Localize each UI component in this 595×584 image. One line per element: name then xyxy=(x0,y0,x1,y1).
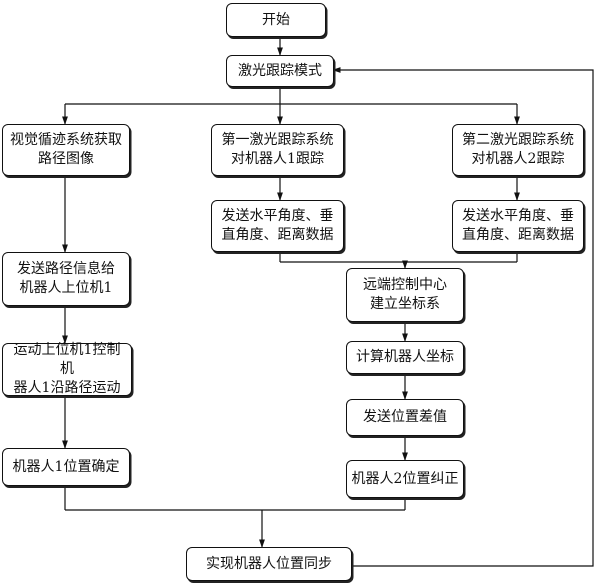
send-diff-label: 发送位置差值 xyxy=(363,409,447,425)
laser2-label: 第二激光跟踪系统 对机器人2跟踪 xyxy=(462,132,574,167)
robot1-pos-node: 机器人1位置确定 xyxy=(2,448,130,486)
robot2-fix-node: 机器人2位置纠正 xyxy=(346,460,464,498)
laser-mode-label: 激光跟踪模式 xyxy=(238,62,322,79)
sync-node: 实现机器人位置同步 xyxy=(186,547,352,581)
start-label: 开始 xyxy=(262,11,290,28)
robot2-fix-label: 机器人2位置纠正 xyxy=(351,470,459,487)
calc-node: 计算机器人坐标 xyxy=(346,341,464,374)
remote-center-label: 远端控制中心 建立坐标系 xyxy=(363,277,447,312)
laser-mode-node: 激光跟踪模式 xyxy=(226,55,334,87)
send-diff-node: 发送位置差值 xyxy=(346,399,464,436)
vision-label: 视觉循迹系统获取 路径图像 xyxy=(10,132,122,167)
send-data2-node: 发送水平角度、垂 直角度、距离数据 xyxy=(452,200,584,252)
send-data1-node: 发送水平角度、垂 直角度、距离数据 xyxy=(211,200,344,252)
calc-label: 计算机器人坐标 xyxy=(356,349,454,365)
sync-label: 实现机器人位置同步 xyxy=(206,555,332,572)
robot1-pos-label: 机器人1位置确定 xyxy=(12,458,120,475)
send-path-label: 发送路径信息给 机器人上位机1 xyxy=(17,261,115,296)
remote-center-node: 远端控制中心 建立坐标系 xyxy=(346,268,464,322)
send-data1-label: 发送水平角度、垂 直角度、距离数据 xyxy=(221,208,334,243)
motion-node: 运动上位机1控制机 器人1沿路径运动 xyxy=(2,342,132,396)
send-path-node: 发送路径信息给 机器人上位机1 xyxy=(2,252,130,306)
motion-label: 运动上位机1控制机 器人1沿路径运动 xyxy=(13,342,121,396)
start-node: 开始 xyxy=(226,3,326,37)
send-data2-label: 发送水平角度、垂 直角度、距离数据 xyxy=(462,208,574,243)
laser1-node: 第一激光跟踪系统 对机器人1跟踪 xyxy=(211,124,344,176)
laser1-label: 第一激光跟踪系统 对机器人1跟踪 xyxy=(221,132,334,167)
feedback-loop-arrow xyxy=(332,67,594,567)
laser2-node: 第二激光跟踪系统 对机器人2跟踪 xyxy=(452,124,584,176)
vision-node: 视觉循迹系统获取 路径图像 xyxy=(2,124,130,176)
